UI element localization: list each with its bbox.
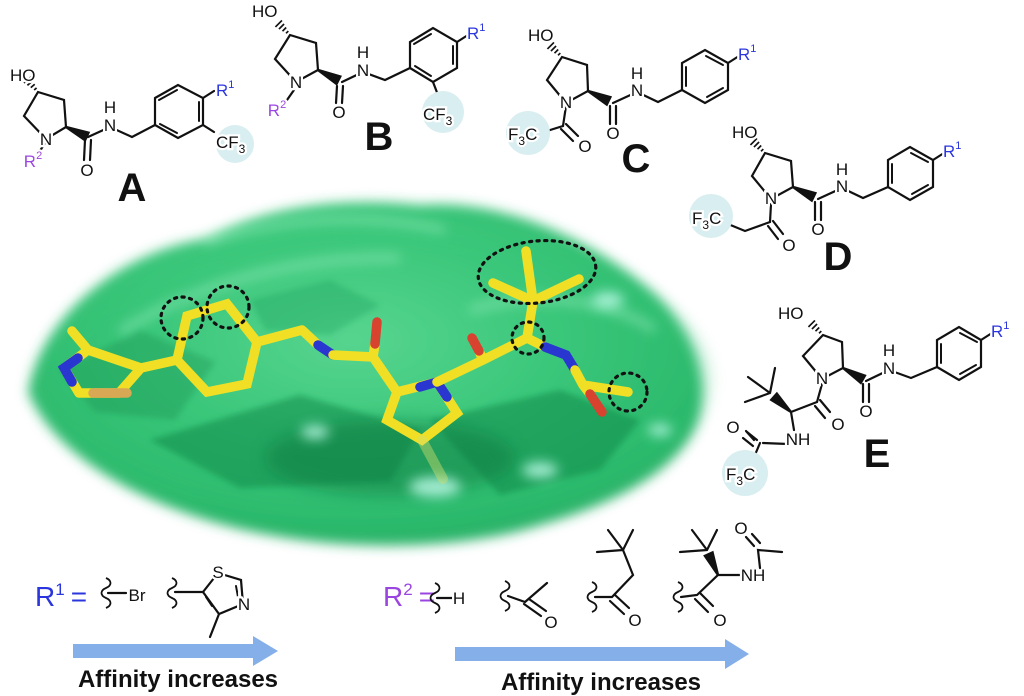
ring-nitrogen-label: N: [40, 130, 52, 149]
hydroxyl-label: HO: [778, 304, 804, 323]
carbonyl-oxygen-label: O: [332, 103, 345, 122]
cf3-highlight-c: [506, 111, 550, 155]
cf3-highlight-d: [689, 194, 733, 238]
structure-d-letter: D: [824, 235, 853, 279]
ligand-amide-oxygen: [370, 317, 382, 349]
hydroxyl-label: HO: [10, 66, 36, 85]
cf3-highlight-b: [422, 91, 464, 133]
r2-substituent-label: R2: [268, 99, 286, 120]
tleu-oxygen-label: O: [713, 611, 726, 630]
amide-h-label: H: [631, 64, 643, 83]
tfa-oxygen-label: O: [726, 418, 739, 437]
bromine-label: Br: [129, 586, 146, 605]
r1-legend: R1= Br S N Affinity increases: [35, 561, 278, 693]
amide-n-label: N: [836, 177, 848, 196]
benzene-contact-circle-2: [205, 284, 251, 330]
acetyl-oxygen-label: O: [544, 613, 557, 632]
acyl-oxygen-label: O: [831, 415, 844, 434]
structure-c-letter: C: [622, 137, 651, 181]
ring-nitrogen-label: N: [560, 93, 572, 112]
hydroxyl-label: HO: [732, 123, 758, 142]
f3c-label: F3C: [726, 465, 755, 488]
r2-legend-symbol: R2=: [383, 580, 435, 612]
amide-n-label: N: [357, 61, 369, 80]
amide-h-label: H: [357, 43, 369, 62]
tleu-nh-label: NH: [741, 566, 766, 585]
r2-legend: R2= H O O O NH O Affinity increases: [383, 517, 784, 696]
r1-substituent-label: R1: [738, 43, 756, 64]
amide-h-label: H: [883, 341, 895, 360]
ring-nitrogen-label: N: [816, 369, 828, 388]
tleu-acetyl-oxygen-label: O: [734, 519, 747, 538]
ligand-thiazole-nitrogen: [57, 353, 83, 387]
structure-e-letter: E: [864, 432, 891, 476]
affinity-increases-r2: Affinity increases: [501, 669, 701, 696]
ring-nitrogen-label: N: [765, 189, 777, 208]
r1-substituent-label: R1: [943, 140, 961, 161]
carbonyl-oxygen-label: O: [606, 124, 619, 143]
structure-e: HO N O NH O F3C O H N R1 E: [722, 302, 1012, 496]
cf3-label: CF3: [216, 133, 246, 156]
f3c-label: F3C: [508, 125, 537, 148]
amide-h-label: H: [836, 160, 848, 179]
structure-b-letter: B: [365, 115, 394, 159]
r1-substituent-label: R1: [991, 320, 1009, 341]
r2-h-label: H: [453, 589, 465, 608]
ring-nitrogen-label: N: [290, 73, 302, 92]
structure-d: HO N F3C O O H N R1 D: [689, 121, 964, 279]
ligand-buried-hydroxyl: [417, 435, 448, 484]
thiazole-sulfur-label: S: [212, 563, 223, 582]
ligand-terminal-oxygen: [585, 389, 607, 417]
acyl-oxygen-label: O: [782, 236, 795, 255]
r1-legend-symbol: R1=: [35, 580, 87, 612]
r1-substituent-label: R1: [216, 79, 234, 100]
tert-butyl-contact-ellipse: [476, 238, 598, 306]
f3c-label: F3C: [692, 209, 721, 232]
r2-substituent-label: R2: [24, 150, 42, 171]
structure-a: HO N R2 O H N R1 CF3 A: [8, 64, 254, 210]
terminal-methyl-contact-circle: [607, 371, 649, 413]
carbonyl-oxygen-label: O: [859, 402, 872, 421]
pocket-light-ridges: [118, 215, 657, 335]
carbonyl-oxygen-label: O: [80, 161, 93, 180]
hydrophobic-contact-annotations: [159, 238, 649, 413]
affinity-arrow-r1: [73, 636, 278, 666]
alpha-carbon-contact-circle: [510, 320, 546, 356]
affinity-increases-r1: Affinity increases: [78, 666, 278, 693]
amide-n-label: N: [631, 81, 643, 100]
acyl-oxygen-label: O: [578, 137, 591, 156]
structure-b: HO N R2 O H N R1 CF3 B: [250, 0, 488, 159]
thiazole-nitrogen-label: N: [238, 595, 250, 614]
amide-n-label: N: [883, 359, 895, 378]
amide-n-label: N: [104, 116, 116, 135]
affinity-arrow-r2: [455, 639, 749, 669]
amide-nh-label: NH: [786, 430, 811, 449]
carbonyl-oxygen-label: O: [811, 220, 824, 239]
ligand-sticks: [57, 238, 649, 484]
structure-c: HO N F3C O O H N R1 C: [506, 24, 759, 181]
cf3-highlight-a: [216, 125, 254, 163]
ligand-amide2-nitrogen: [540, 342, 580, 375]
hydroxyl-label: HO: [528, 26, 554, 45]
structure-a-letter: A: [118, 166, 147, 210]
amide-h-label: H: [104, 98, 116, 117]
cf3-label: CF3: [423, 105, 453, 128]
benzene-contact-circle-1: [159, 295, 205, 341]
ligand-acyl-oxygen: [467, 333, 484, 356]
tbuacetyl-oxygen-label: O: [628, 611, 641, 630]
hydroxyl-label: HO: [252, 2, 278, 21]
pocket-cyan-glints: [301, 292, 672, 497]
cf3-highlight-e: [722, 450, 768, 496]
r1-substituent-label: R1: [467, 22, 485, 43]
